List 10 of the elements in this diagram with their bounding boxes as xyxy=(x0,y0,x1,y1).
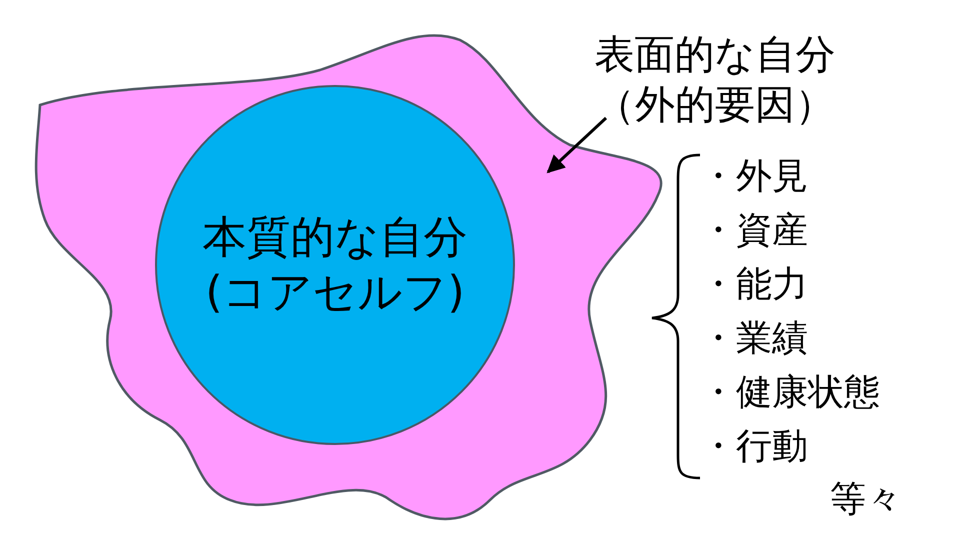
list-item: ・行動 xyxy=(700,425,808,468)
list-item: ・能力 xyxy=(700,263,808,306)
list-item: ・業績 xyxy=(700,317,808,360)
list-item: ・資産 xyxy=(700,209,808,252)
list-item: ・健康状態 xyxy=(700,371,880,414)
note-text: 等々 xyxy=(830,478,902,522)
annotation-label: 表面的な自分（外的要因） xyxy=(594,31,836,130)
list-item: ・外見 xyxy=(700,155,808,198)
core-label: 本質的な自分(コアセルフ) xyxy=(201,211,468,320)
arrow xyxy=(546,116,608,174)
